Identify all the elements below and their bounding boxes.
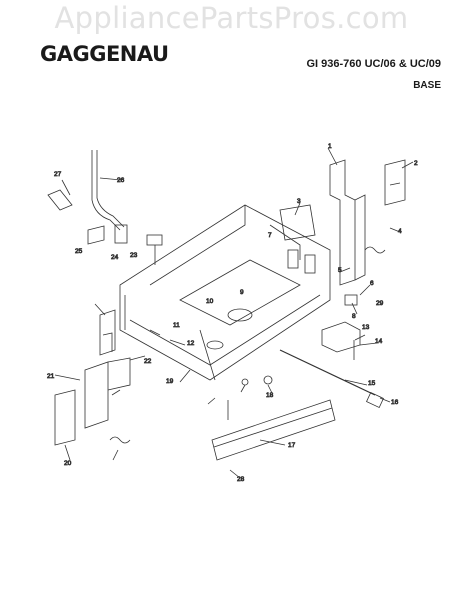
callout-17: 17	[288, 442, 296, 449]
callout-11: 11	[173, 322, 180, 329]
section-title: BASE	[413, 80, 441, 91]
callout-10: 10	[206, 298, 214, 305]
callout-12: 12	[187, 340, 195, 347]
callout-24: 24	[111, 254, 119, 261]
callout-28: 28	[237, 476, 245, 483]
callout-26: 26	[117, 177, 125, 184]
callout-23: 23	[130, 252, 138, 259]
callout-5: 5	[338, 267, 342, 274]
callout-27: 27	[54, 171, 62, 178]
callout-9: 9	[240, 289, 244, 296]
callout-2: 2	[414, 160, 418, 167]
callout-7: 7	[268, 232, 272, 239]
callout-29: 29	[376, 300, 384, 307]
hose-assembly	[91, 150, 128, 244]
callout-22: 22	[144, 358, 152, 365]
callout-14: 14	[375, 338, 383, 345]
callout-13: 13	[362, 324, 370, 331]
callout-6: 6	[370, 280, 374, 287]
callout-3a: 3	[297, 198, 301, 205]
callout-16: 16	[391, 399, 399, 406]
base-tub	[119, 204, 331, 381]
callout-19: 19	[166, 378, 174, 385]
callout-15: 15	[368, 380, 376, 387]
callout-8: 8	[352, 313, 356, 320]
callout-20: 20	[64, 460, 72, 467]
model-number: GI 936-760 UC/06 & UC/09	[306, 58, 441, 70]
callout-21: 21	[47, 373, 55, 380]
callout-18: 18	[266, 392, 274, 399]
callout-1: 1	[328, 143, 332, 150]
brand-logo: GAGGENAU	[40, 42, 169, 66]
watermark: AppliancePartsPros.com	[54, 1, 409, 35]
callout-4: 4	[398, 228, 402, 235]
callout-25: 25	[75, 248, 83, 255]
